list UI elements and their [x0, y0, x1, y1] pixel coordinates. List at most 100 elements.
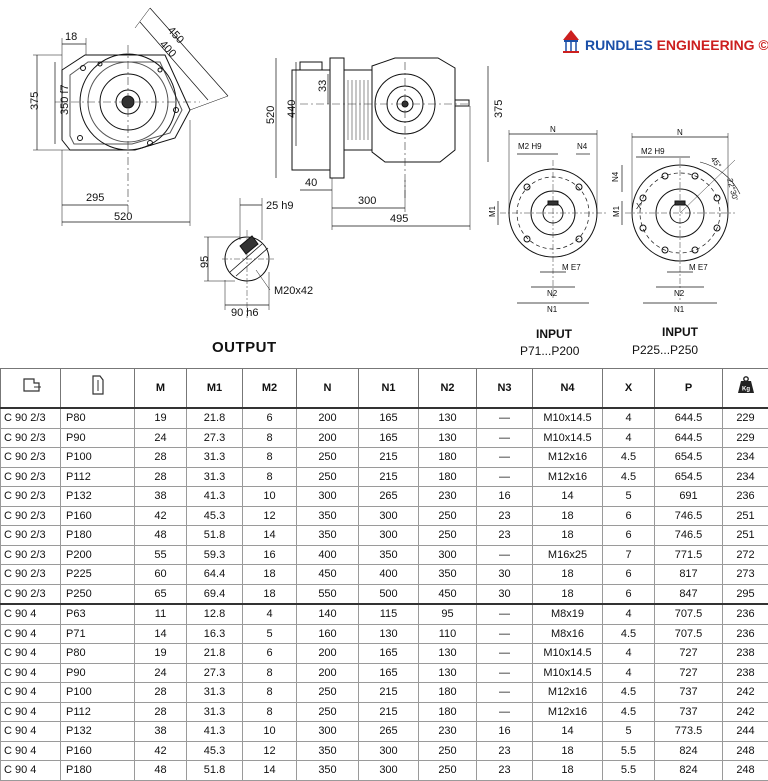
- cell-m: 24: [135, 663, 187, 683]
- cell-n3: 23: [477, 741, 533, 761]
- cell-p: 654.5: [655, 467, 723, 487]
- cell-n4: M10x14.5: [533, 663, 603, 683]
- cell-n3: 16: [477, 487, 533, 507]
- cell-p: 824: [655, 741, 723, 761]
- cell-n1: 130: [359, 624, 419, 644]
- cell-n: 300: [297, 487, 359, 507]
- input2-angle-45: 45°: [709, 155, 723, 170]
- dim-300: 300: [358, 195, 376, 207]
- dim-95: 95: [199, 256, 211, 268]
- cell-model: C 90 4: [1, 741, 61, 761]
- cell-kg: 248: [723, 741, 768, 761]
- brand-logo: RUNDLES ENGINEERING ©: [563, 30, 768, 53]
- cell-frame: P63: [61, 604, 135, 624]
- cell-p: 746.5: [655, 526, 723, 546]
- cell-n1: 300: [359, 741, 419, 761]
- cell-n1: 215: [359, 702, 419, 722]
- cell-x: 5.5: [603, 761, 655, 781]
- cell-m: 28: [135, 467, 187, 487]
- cell-n3: —: [477, 644, 533, 664]
- cell-n3: —: [477, 545, 533, 565]
- cell-model: C 90 4: [1, 624, 61, 644]
- cell-n4: 14: [533, 487, 603, 507]
- cell-m2: 10: [243, 722, 297, 742]
- cell-kg: 242: [723, 702, 768, 722]
- cell-x: 4.5: [603, 448, 655, 468]
- cell-n: 140: [297, 604, 359, 624]
- cell-n1: 215: [359, 683, 419, 703]
- shaft-section-drawing: [204, 198, 274, 318]
- cell-p: 707.5: [655, 624, 723, 644]
- cell-n1: 165: [359, 428, 419, 448]
- cell-n: 200: [297, 408, 359, 428]
- cell-x: 6: [603, 526, 655, 546]
- cell-kg: 236: [723, 487, 768, 507]
- input2-dim-m-e7: M E7: [689, 263, 708, 272]
- input1-dim-n4: N4: [577, 142, 588, 151]
- cell-n3: 23: [477, 506, 533, 526]
- cell-n2: 130: [419, 428, 477, 448]
- svg-text:RUNDLES ENGINEERING ©: RUNDLES ENGINEERING ©: [585, 37, 768, 53]
- weight-kg-icon: Kg: [723, 369, 768, 409]
- input1-dim-n1: N1: [547, 305, 558, 314]
- cell-kg: 244: [723, 722, 768, 742]
- input-flange-p225-p250-drawing: [622, 133, 740, 303]
- cell-frame: P250: [61, 584, 135, 604]
- cell-frame: P200: [61, 545, 135, 565]
- cell-n1: 350: [359, 545, 419, 565]
- cell-p: 727: [655, 644, 723, 664]
- cell-frame: P225: [61, 565, 135, 585]
- cell-x: 4.5: [603, 624, 655, 644]
- cell-m: 38: [135, 722, 187, 742]
- cell-m1: 45.3: [187, 506, 243, 526]
- dim-440: 440: [286, 100, 298, 118]
- cell-m2: 18: [243, 584, 297, 604]
- cell-n4: M12x16: [533, 702, 603, 722]
- cell-n4: M12x16: [533, 448, 603, 468]
- cell-n4: M10x14.5: [533, 644, 603, 664]
- cell-n1: 215: [359, 467, 419, 487]
- dim-375-left: 375: [29, 92, 41, 110]
- cell-n: 350: [297, 506, 359, 526]
- cell-n: 250: [297, 448, 359, 468]
- cell-m1: 12.8: [187, 604, 243, 624]
- cell-n2: 180: [419, 702, 477, 722]
- cell-m: 38: [135, 487, 187, 507]
- cell-n3: —: [477, 624, 533, 644]
- carousel-icon: [563, 30, 579, 53]
- cell-m1: 69.4: [187, 584, 243, 604]
- cell-n2: 250: [419, 506, 477, 526]
- cell-p: 847: [655, 584, 723, 604]
- cell-m1: 27.3: [187, 428, 243, 448]
- cell-m1: 31.3: [187, 683, 243, 703]
- cell-m: 42: [135, 506, 187, 526]
- cell-n: 250: [297, 702, 359, 722]
- cell-n2: 350: [419, 565, 477, 585]
- cell-x: 4.5: [603, 683, 655, 703]
- col-p: P: [655, 369, 723, 409]
- cell-x: 4: [603, 644, 655, 664]
- table-header-row: M M1 M2 N N1 N2 N3 N4 X P Kg: [1, 369, 768, 409]
- cell-m2: 8: [243, 702, 297, 722]
- cell-n3: —: [477, 604, 533, 624]
- cell-m2: 14: [243, 526, 297, 546]
- cell-m: 42: [135, 741, 187, 761]
- cell-model: C 90 4: [1, 644, 61, 664]
- cell-x: 4: [603, 408, 655, 428]
- dim-375-side: 375: [493, 100, 505, 118]
- cell-model: C 90 4: [1, 761, 61, 781]
- cell-n1: 400: [359, 565, 419, 585]
- cell-n: 450: [297, 565, 359, 585]
- cell-n: 350: [297, 741, 359, 761]
- cell-frame: P112: [61, 702, 135, 722]
- cell-kg: 234: [723, 448, 768, 468]
- cell-n1: 165: [359, 408, 419, 428]
- cell-n1: 165: [359, 663, 419, 683]
